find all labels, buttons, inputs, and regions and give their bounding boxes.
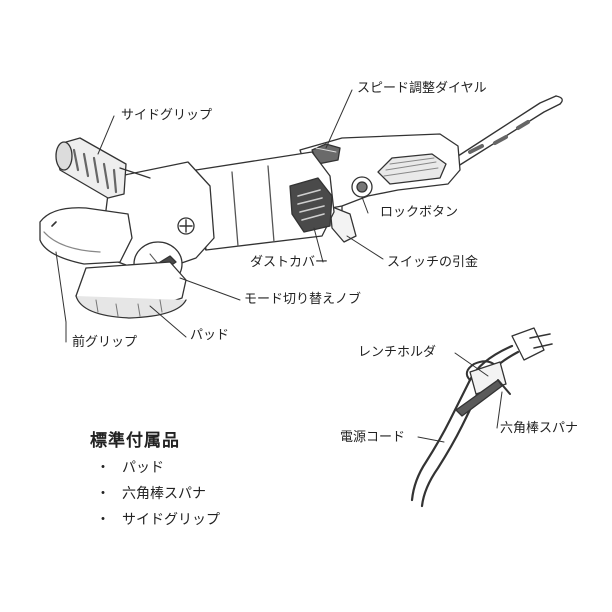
plug-prongs bbox=[529, 333, 553, 349]
front-grip bbox=[39, 207, 133, 265]
accessory-item-label: サイドグリップ bbox=[122, 512, 220, 528]
plug-body bbox=[511, 327, 545, 361]
label-speed-dial: スピード調整ダイヤル bbox=[357, 81, 487, 96]
accessory-bullet: ・ bbox=[96, 512, 110, 528]
label-lock-button: ロックボタン bbox=[380, 205, 459, 220]
accessory-item: ・サイドグリップ bbox=[96, 507, 220, 533]
accessory-item: ・六角棒スパナ bbox=[96, 481, 220, 507]
accessory-item-label: 六角棒スパナ bbox=[122, 486, 206, 502]
label-pad: パッド bbox=[190, 328, 230, 343]
tool-leaders bbox=[55, 89, 384, 343]
label-dust-cover: ダストカバー bbox=[250, 255, 329, 270]
rear-handle bbox=[299, 133, 461, 233]
label-front-grip: 前グリップ bbox=[72, 335, 138, 350]
accessories-title: 標準付属品 bbox=[90, 431, 180, 451]
label-hex-wrench: 六角棒スパナ bbox=[500, 421, 579, 436]
accessory-item-label: パッド bbox=[122, 460, 164, 476]
cord-set bbox=[410, 327, 553, 508]
accessories-list: ・パッド ・六角棒スパナ ・サイドグリップ bbox=[96, 455, 220, 533]
switch-trigger bbox=[329, 205, 357, 243]
gear-head bbox=[103, 161, 215, 275]
label-power-cord: 電源コード bbox=[340, 430, 406, 445]
label-mode-knob: モード切り替えノブ bbox=[244, 292, 362, 307]
lock-button bbox=[351, 176, 373, 198]
label-wrench-holder: レンチホルダ bbox=[358, 345, 437, 360]
label-side-grip: サイドグリップ bbox=[121, 108, 213, 123]
dust-cover bbox=[289, 177, 333, 233]
tool-power-cord bbox=[454, 95, 563, 169]
label-switch-trigger: スイッチの引金 bbox=[387, 255, 479, 270]
accessory-bullet: ・ bbox=[96, 486, 110, 502]
backing-pad bbox=[75, 261, 187, 319]
accessory-bullet: ・ bbox=[96, 460, 110, 476]
accessory-item: ・パッド bbox=[96, 455, 220, 481]
side-grip bbox=[55, 137, 151, 199]
